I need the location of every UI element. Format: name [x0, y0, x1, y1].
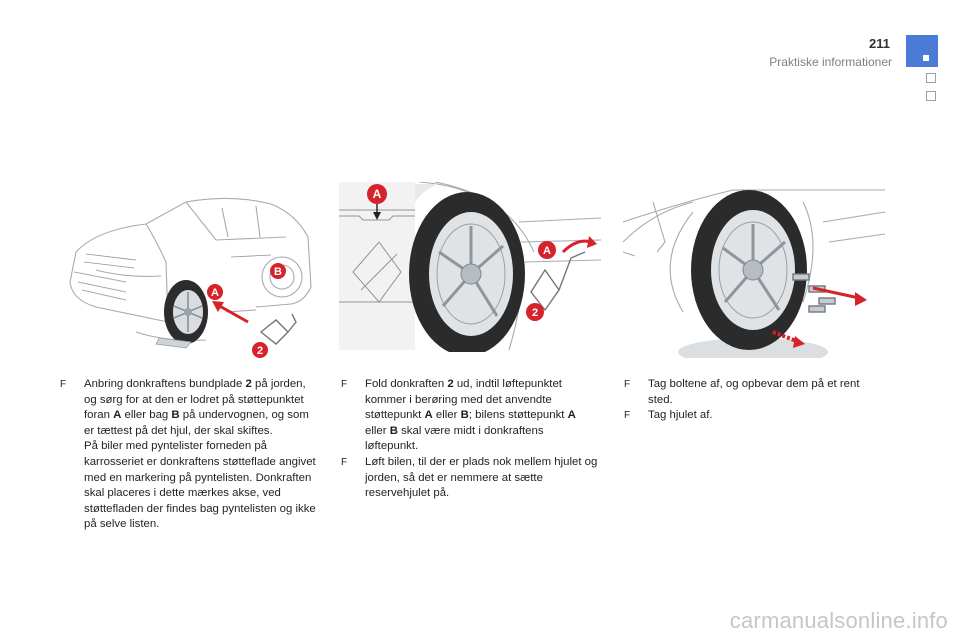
chapter-tab[interactable] — [926, 73, 936, 83]
callout-label: A — [211, 287, 219, 299]
reference-label: A — [424, 409, 433, 422]
section-title: Praktiske informationer — [769, 55, 892, 69]
instruction-item: F Anbring donkraftens bundplade 2 på jord… — [60, 377, 318, 533]
callout-label: 2 — [532, 307, 538, 319]
callout-label: 2 — [257, 345, 263, 357]
reference-label: B — [460, 409, 469, 422]
instruction-text: Løft bilen, til der er plads nok mellem … — [365, 455, 598, 500]
instruction-item: F Tag hjulet af. — [624, 408, 882, 424]
reference-label: 2 — [245, 378, 252, 390]
callout-label: A — [373, 187, 382, 201]
bullet-icon: F — [624, 379, 631, 390]
bullet-icon: F — [341, 379, 348, 390]
text-column-2: F Fold donkraften 2 ud, indtil løftepunkt… — [341, 377, 599, 502]
bullet-icon: F — [624, 410, 631, 422]
instruction-text: På biler med pyntelister forneden på kar… — [84, 440, 316, 531]
reference-label: 2 — [447, 378, 454, 390]
car-jack-points-illustration: A B 2 — [56, 182, 316, 362]
instruction-text: Tag boltene af, og opbevar dem på et ren… — [648, 378, 860, 406]
watermark: carmanualsonline.info — [729, 608, 948, 633]
callout-label: B — [274, 266, 282, 278]
tab-square-icon — [923, 55, 929, 61]
instruction-text: Tag hjulet af. — [648, 409, 713, 422]
reference-label: A — [567, 409, 576, 422]
chapter-tab[interactable] — [926, 91, 936, 101]
callout-label: A — [543, 245, 551, 257]
instruction-text: Fold donkraften 2 ud, indtil løftepunkte… — [365, 378, 576, 453]
bullet-icon: F — [60, 379, 67, 390]
instruction-item: F Fold donkraften 2 ud, indtil løftepunkt… — [341, 377, 599, 455]
instruction-item: F Løft bilen, til der er plads nok mellem… — [341, 455, 599, 502]
chapter-tab-active[interactable] — [906, 35, 938, 67]
instruction-item: F Tag boltene af, og opbevar dem på et re… — [624, 377, 882, 408]
instruction-text: Anbring donkraftens bundplade 2 på jorde… — [84, 378, 309, 437]
page-number: 211 — [869, 36, 890, 51]
text-column-1: F Anbring donkraftens bundplade 2 på jord… — [60, 377, 318, 533]
reference-label: B — [171, 409, 180, 422]
wheel-removal-illustration — [623, 182, 885, 358]
bullet-icon: F — [341, 456, 348, 468]
jack-placement-illustration: A A 2 — [339, 182, 601, 352]
reference-label: A — [113, 409, 122, 422]
reference-label: B — [389, 424, 398, 437]
text-column-3: F Tag boltene af, og opbevar dem på et re… — [624, 377, 882, 424]
